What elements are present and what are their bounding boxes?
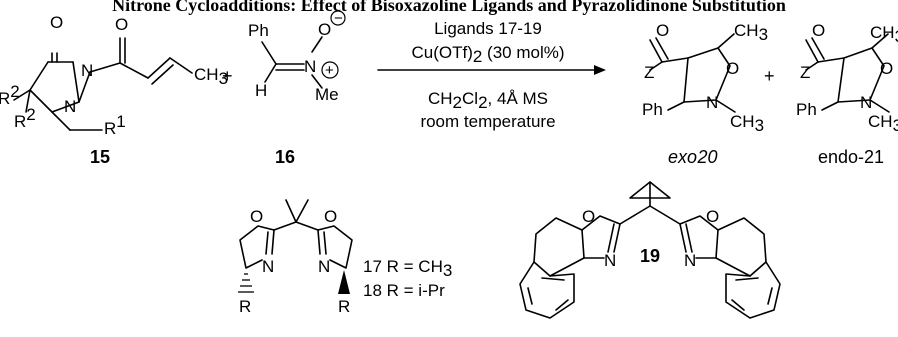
product-exo-20-structure [649,33,736,113]
product-endo-21-structure [805,33,890,113]
ligand-19-structure [519,181,781,319]
compound-label-endo-21: endo-21 [818,147,884,167]
plus-sign-1: + [222,66,233,86]
ligand-17-label: 17 R = CH3 [363,257,452,280]
z-group-endo-21: Z [800,63,810,82]
compound-16-structure [261,10,346,89]
methyl-n-endo-21: CH3 [868,112,898,135]
nitrone-oxygen-16: O [318,20,331,39]
carbonyl-oxygen-15a: O [50,13,63,32]
ring-nitrogen-acyl-15: N [81,61,93,80]
ring-oxygen-endo-21: O [880,59,893,78]
oxazoline-oxygen-left: O [250,207,263,226]
ring-oxygen-exo-20: O [726,59,739,78]
condition-solvent: CH2Cl2, 4Å MS [428,89,548,112]
ligand-19-label: 19 [640,246,660,266]
hydrogen-16: H [255,81,267,100]
methyl-c5-endo-21: CH3 [870,23,898,46]
ligand-19-nitrogen-right: N [684,251,696,270]
ring-nitrogen-15: N [64,97,76,116]
r2-substituent-a-15: R2 [0,82,20,108]
ring-nitrogen-endo-21: N [860,93,872,112]
reaction-arrow [377,65,606,75]
phenyl-16: Ph [248,21,269,40]
condition-temperature: room temperature [420,112,555,131]
ligand-18-label: 18 R = i-Pr [363,281,445,300]
phenyl-endo-21: Ph [796,100,817,119]
condition-ligands: Ligands 17-19 [434,19,542,38]
crotonyl-methyl-15: CH3 [194,65,228,88]
compound-15-structure [13,37,193,131]
phenyl-exo-20: Ph [642,100,663,119]
ring-nitrogen-exo-20: N [706,93,718,112]
ligand-r-group-left: R [239,297,251,316]
methyl-n-exo-20: CH3 [730,112,764,135]
oxazoline-oxygen-right: O [324,207,337,226]
z-group-exo-20: Z [644,63,654,82]
compound-label-15: 15 [90,147,110,167]
methyl-c5-exo-20: CH3 [734,21,768,44]
oxazoline-nitrogen-right: N [318,257,330,276]
plus-sign-2: + [764,66,775,86]
ligand-19-nitrogen-left: N [604,251,616,270]
ligand-19-oxygen-left: O [582,207,595,226]
condition-copper: Cu(OTf)2 (30 mol%) [411,43,564,66]
r1-substituent-15: R1 [104,112,126,138]
methyl-16: Me [315,85,339,104]
ligand-17-18-structure [238,199,353,294]
nitrone-nitrogen-16: N [304,57,316,76]
oxazoline-nitrogen-left: N [262,257,274,276]
r2-substituent-b-15: R2 [14,105,36,131]
ligand-19-oxygen-right: O [706,207,719,226]
ligand-r-group-right: R [338,297,350,316]
plus-charge-16: + [325,62,334,79]
compound-label-exo-20: exo−20 [668,147,718,167]
carbonyl-oxygen-15b: O [115,15,128,34]
carbonyl-oxygen-exo-20: O [656,21,669,40]
scheme-title: Nitrone Cycloadditions: Effect of Bisoxa… [112,0,786,15]
carbonyl-oxygen-endo-21: O [812,21,825,40]
compound-label-16: 16 [275,147,295,167]
minus-charge-16: − [334,10,343,27]
